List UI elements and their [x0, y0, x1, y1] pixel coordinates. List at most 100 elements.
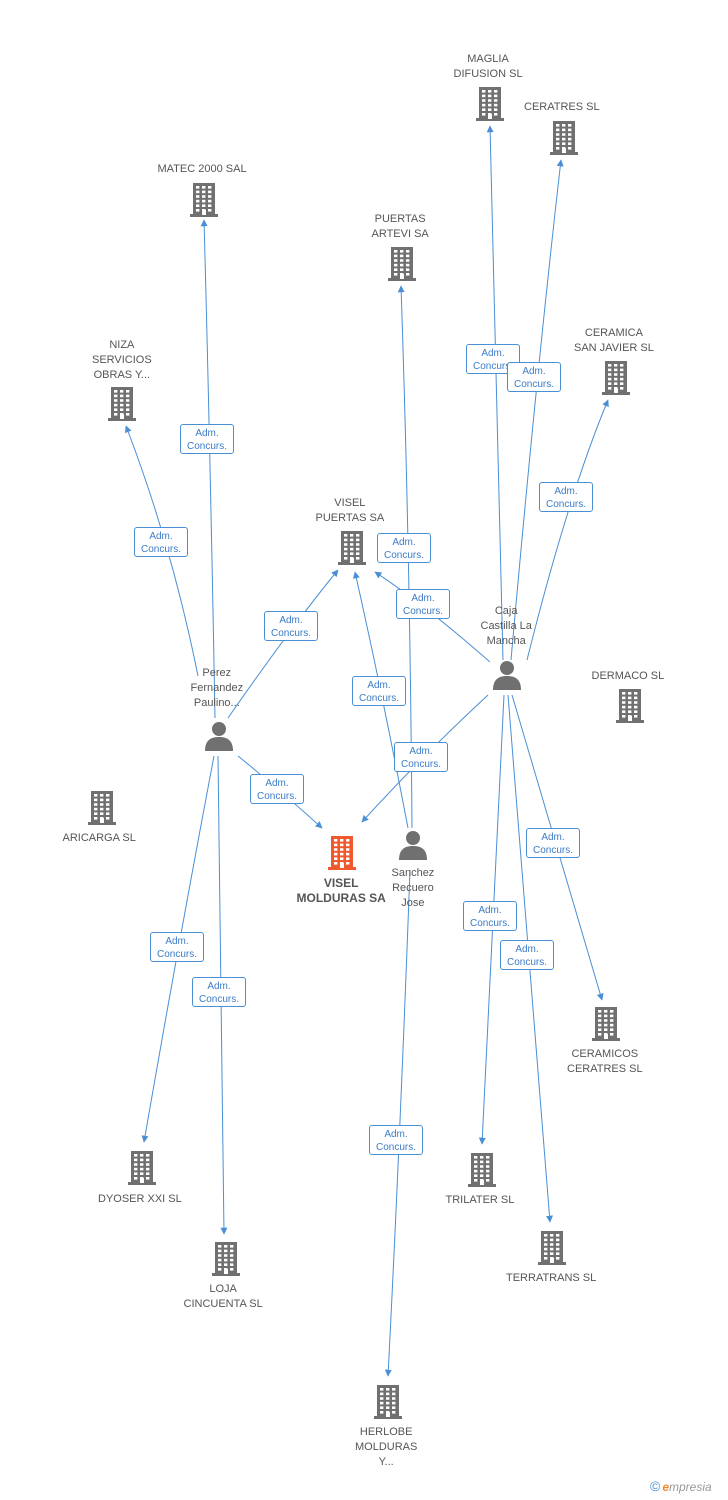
building-icon[interactable]: [616, 689, 644, 728]
node-label-line: TERRATRANS SL: [506, 1272, 597, 1284]
node-label-line: Mancha: [486, 635, 526, 647]
building-icon[interactable]: [338, 531, 366, 570]
node-label[interactable]: TRILATER SL: [446, 1193, 515, 1208]
relation-label-line: Concurs.: [506, 957, 547, 968]
node-label-line: CINCUENTA SL: [183, 1298, 263, 1310]
node-label-line: Y...: [378, 1456, 394, 1468]
brand-rest: mpresia: [669, 1480, 712, 1494]
edge-sanchez-to-herlobe: [384, 869, 411, 1377]
node-label-line: Caja: [494, 605, 518, 617]
relation-label-sanchez-to-visel-puertas[interactable]: Adm.Concurs.: [352, 676, 406, 706]
node-label[interactable]: TERRATRANS SL: [506, 1271, 596, 1286]
node-label-line: ARTEVI SA: [371, 228, 429, 240]
node-label[interactable]: DYOSER XXI SL: [98, 1192, 182, 1207]
node-label[interactable]: VISEL PUERTAS SA: [316, 496, 385, 526]
node-label[interactable]: PUERTAS ARTEVI SA: [372, 212, 429, 242]
node-label-line: TRILATER SL: [445, 1194, 515, 1206]
relation-label-line: Adm.: [411, 593, 435, 604]
brand-e: e: [662, 1480, 670, 1494]
building-icon[interactable]: [212, 1242, 240, 1281]
node-label-line: Paulino...: [193, 697, 240, 709]
building-icon[interactable]: [468, 1153, 496, 1192]
building-icon[interactable]: [388, 247, 416, 286]
relation-label-perez-to-matec[interactable]: Adm.Concurs.: [180, 424, 234, 454]
node-label-line: SAN JAVIER SL: [574, 342, 654, 354]
person-icon[interactable]: [204, 721, 234, 756]
node-label-line: LOJA: [209, 1283, 237, 1295]
relation-label-line: Adm.: [478, 905, 502, 916]
relation-label-caja-to-terratrans[interactable]: Adm. Concurs.: [500, 940, 554, 970]
relation-label-line: Concurs.: [400, 759, 441, 770]
building-icon[interactable]: [476, 87, 504, 126]
relation-label-caja-to-ceratres[interactable]: Adm.Concurs.: [507, 362, 561, 392]
building-icon[interactable]: [538, 1231, 566, 1270]
relation-label-sanchez-to-puertas-artevi[interactable]: Adm.Concurs.: [377, 533, 431, 563]
relation-label-caja-to-visel-puertas[interactable]: Adm.Concurs.: [396, 589, 450, 619]
relation-label-line: Adm.: [207, 981, 231, 992]
building-icon[interactable]: [108, 387, 136, 426]
relation-label-line: Adm.: [149, 531, 173, 542]
building-icon[interactable]: [88, 791, 116, 830]
copyright-symbol: ©: [650, 1478, 661, 1494]
relation-label-perez-to-visel-molduras[interactable]: Adm.Concurs.: [250, 774, 304, 804]
building-icon[interactable]: [128, 1151, 156, 1190]
relation-label-caja-to-maglia[interactable]: Adm.Concurs.: [466, 344, 520, 374]
building-icon[interactable]: [374, 1385, 402, 1424]
relation-label-perez-to-visel-puertas[interactable]: Adm.Concurs.: [264, 611, 318, 641]
relation-label-line: Concurs.: [256, 791, 297, 802]
relation-label-caja-to-visel-molduras[interactable]: Adm. Concurs.: [394, 742, 448, 772]
node-label-line: DIFUSION SL: [453, 68, 523, 80]
node-label[interactable]: MATEC 2000 SAL: [158, 162, 247, 177]
building-icon[interactable]: [592, 1007, 620, 1046]
relation-label-sanchez-to-herlobe[interactable]: Adm.Concurs.: [369, 1125, 423, 1155]
relation-label-line: Adm.: [409, 746, 433, 757]
relation-label-line: Adm.: [195, 428, 219, 439]
node-label-line: CERAMICOS: [571, 1048, 639, 1060]
node-label-line: Sanchez: [391, 867, 435, 879]
node-label[interactable]: DERMACO SL: [592, 669, 665, 684]
node-label-line: MATEC 2000 SAL: [157, 163, 247, 175]
relation-label-line: Adm.: [165, 936, 189, 947]
node-label-line: DERMACO SL: [591, 670, 665, 682]
node-label-line: PUERTAS SA: [315, 512, 385, 524]
node-label[interactable]: CERAMICA SAN JAVIER SL: [574, 326, 654, 356]
node-label[interactable]: ARICARGA SL: [63, 831, 136, 846]
relation-label-line: Concurs.: [358, 693, 399, 704]
relation-label-perez-to-dyoser[interactable]: Adm. Concurs.: [150, 932, 204, 962]
node-label[interactable]: CERATRES SL: [524, 100, 600, 115]
relation-label-caja-to-ceramicos-ceratres[interactable]: Adm.Concurs.: [526, 828, 580, 858]
building-icon[interactable]: [550, 121, 578, 160]
building-icon[interactable]: [602, 361, 630, 400]
edge-caja-to-maglia: [486, 125, 504, 661]
node-label-line: ARICARGA SL: [62, 832, 136, 844]
node-label-line: PUERTAS: [374, 213, 426, 225]
node-label-line: CERAMICA: [584, 327, 643, 339]
relation-label-line: Concurs.: [472, 361, 513, 372]
relation-label-line: Concurs.: [156, 949, 197, 960]
node-label-line: VISEL: [334, 497, 366, 509]
person-icon[interactable]: [398, 830, 428, 865]
building-icon[interactable]: [328, 836, 356, 875]
relation-label-line: Concurs.: [545, 499, 586, 510]
relation-label-line: Adm.: [515, 944, 539, 955]
person-icon[interactable]: [492, 660, 522, 695]
relation-label-caja-to-ceramica-sj[interactable]: Adm.Concurs.: [539, 482, 593, 512]
building-icon[interactable]: [190, 183, 218, 222]
relation-label-perez-to-loja[interactable]: Adm.Concurs.: [192, 977, 246, 1007]
node-label-line: DYOSER XXI SL: [98, 1193, 182, 1205]
relation-label-line: Concurs.: [140, 544, 181, 555]
node-label[interactable]: LOJA CINCUENTA SL: [184, 1282, 263, 1312]
relation-label-caja-to-trilater[interactable]: Adm.Concurs.: [463, 901, 517, 931]
relation-label-perez-to-niza[interactable]: Adm. Concurs.: [134, 527, 188, 557]
edge-perez-to-visel-puertas: [227, 569, 339, 719]
